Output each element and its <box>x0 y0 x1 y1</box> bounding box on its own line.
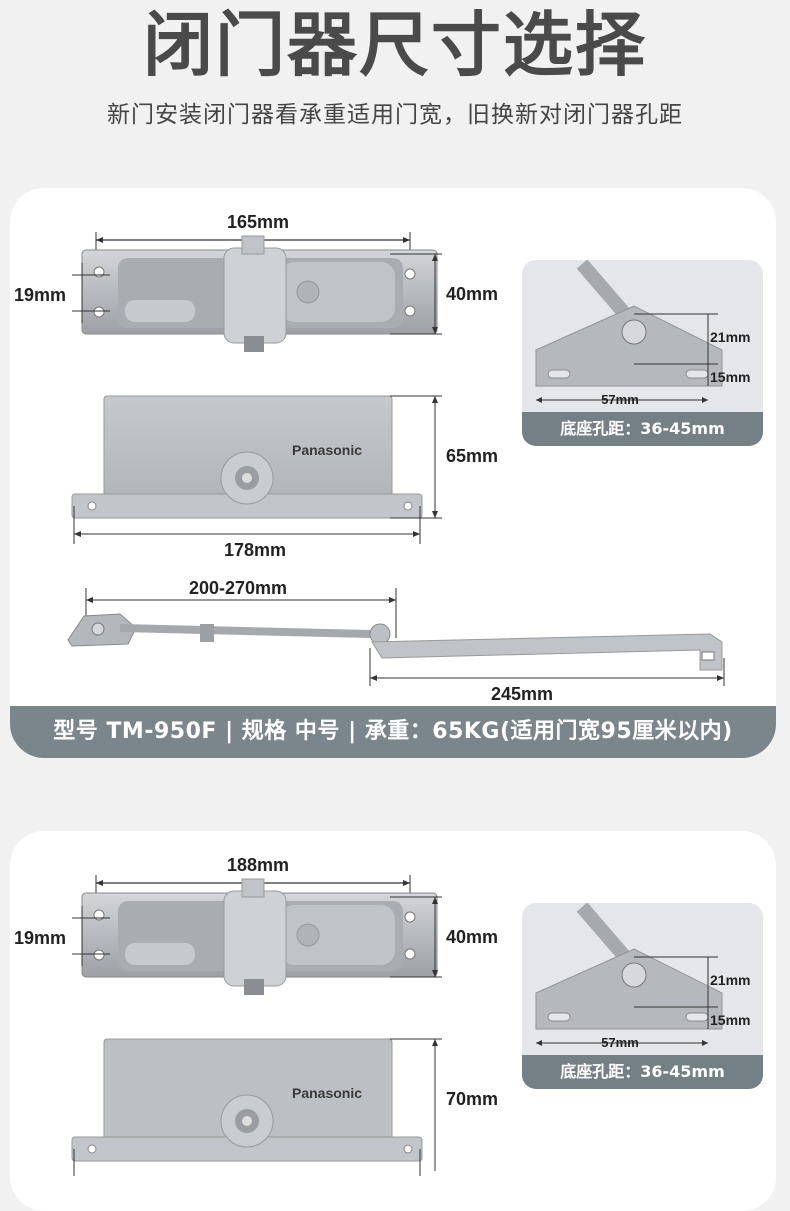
bracket-inset-1: 21mm 15mm 57mm 底座孔距：36-45mm <box>522 260 763 446</box>
closer-diagram-1: 165mm 19mm 40mm <box>14 212 725 704</box>
side-view-1: Panasonic 65mm 178mm <box>71 395 498 560</box>
dim-hole-gap-2: 19mm <box>14 928 66 948</box>
bracket-hole-gap-2: 15mm <box>710 1012 750 1028</box>
brand-logo-1: Panasonic <box>292 442 362 458</box>
bracket-height-1: 21mm <box>710 329 750 345</box>
dim-width-top-2: 188mm <box>227 855 289 875</box>
bracket-diagram-1: 21mm 15mm 57mm <box>535 260 750 407</box>
top-view-2: 188mm 19mm 40mm <box>14 855 498 995</box>
dim-depth-2: 40mm <box>446 927 498 947</box>
dim-width-bottom: 178mm <box>224 540 286 560</box>
page-title: 闭门器尺寸选择 <box>143 4 647 86</box>
bracket-caption-2: 底座孔距：36-45mm <box>522 1055 763 1089</box>
bracket-diagram-2: 21mm 15mm 57mm <box>535 903 750 1050</box>
dim-height: 65mm <box>446 446 498 466</box>
bracket-width-1: 57mm <box>601 392 639 407</box>
dim-rod-length: 245mm <box>491 684 553 704</box>
bracket-width-2: 57mm <box>601 1035 639 1050</box>
bracket-hole-gap-1: 15mm <box>710 369 750 385</box>
product-card-2: 188mm 19mm 40mm <box>10 831 776 1211</box>
bracket-height-2: 21mm <box>710 972 750 988</box>
dim-width-top: 165mm <box>227 212 289 232</box>
side-view-2: Panasonic 70mm <box>71 1038 498 1176</box>
product-card-1: 165mm 19mm 40mm <box>10 188 776 758</box>
page-subtitle: 新门安装闭门器看承重适用门宽，旧换新对闭门器孔距 <box>107 102 683 128</box>
brand-logo-2: Panasonic <box>292 1085 362 1101</box>
dim-hole-gap: 19mm <box>14 285 66 305</box>
dim-height-2: 70mm <box>446 1089 498 1109</box>
closer-diagram-2: 188mm 19mm 40mm <box>14 855 498 1176</box>
top-view-1: 165mm 19mm 40mm <box>14 212 498 352</box>
arm-view-1: 200-270mm 245mm <box>67 578 725 704</box>
dim-depth: 40mm <box>446 284 498 304</box>
spec-banner-1: 型号 TM-950F | 规格 中号 | 承重：65KG(适用门宽95厘米以内) <box>10 706 776 758</box>
dim-arm-length: 200-270mm <box>189 578 287 598</box>
bracket-inset-2: 21mm 15mm 57mm 底座孔距：36-45mm <box>522 903 763 1089</box>
bracket-caption-1: 底座孔距：36-45mm <box>522 412 763 446</box>
